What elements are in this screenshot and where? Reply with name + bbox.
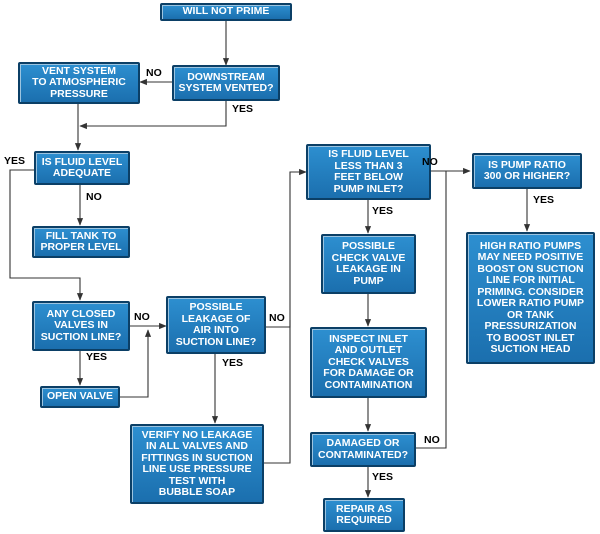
label-damaged-no: NO [424,434,440,446]
vent-system-box: VENT SYSTEM TO ATMOSPHERIC PRESSURE [18,62,140,104]
label-pump-yes: YES [533,194,555,206]
air-leakage-decision: POSSIBLE LEAKAGE OF AIR INTO SUCTION LIN… [166,296,266,354]
label-closed-no: NO [134,311,150,323]
connector-open-valve [120,329,152,398]
downstream-vented-decision: DOWNSTREAM SYSTEM VENTED? [172,65,280,101]
label-fluid-no: NO [86,191,102,203]
damaged-decision: DAMAGED OR CONTAMINATED? [310,432,416,467]
connector-downstream-yes [79,100,227,130]
pump-ratio-decision: IS PUMP RATIO 300 OR HIGHER? [472,153,582,189]
label-downstream-yes: YES [232,103,254,115]
start-box: WILL NOT PRIME [160,3,292,21]
high-ratio-box: HIGH RATIO PUMPS MAY NEED POSITIVE BOOST… [466,232,595,364]
open-valve-box: OPEN VALVE [40,386,120,408]
connector-fluid-yes [9,169,84,301]
connector-air-no [266,168,307,328]
inspect-valves-box: INSPECT INLET AND OUTLET CHECK VALVES FO… [310,327,427,398]
label-fluid-yes: YES [4,155,26,167]
fluid-below-inlet-decision: IS FLUID LEVEL LESS THAN 3 FEET BELOW PU… [306,144,431,200]
fill-tank-box: FILL TANK TO PROPER LEVEL [32,226,130,258]
connector-verify [264,320,291,464]
label-fluid-below-yes: YES [372,205,394,217]
connector-damaged-no [416,171,447,449]
label-downstream-no: NO [146,67,162,79]
verify-no-leakage-box: VERIFY NO LEAKAGE IN ALL VALVES AND FITT… [130,424,264,504]
fluid-level-decision: IS FLUID LEVEL ADEQUATE [34,151,130,185]
check-valve-leakage-box: POSSIBLE CHECK VALVE LEAKAGE IN PUMP [321,234,416,294]
label-air-yes: YES [222,357,244,369]
label-closed-yes: YES [86,351,108,363]
closed-valves-decision: ANY CLOSED VALVES IN SUCTION LINE? [32,301,130,351]
label-fluid-below-no: NO [422,156,438,168]
repair-box: REPAIR AS REQUIRED [323,498,405,532]
label-damaged-yes: YES [372,471,394,483]
label-air-no: NO [269,312,285,324]
